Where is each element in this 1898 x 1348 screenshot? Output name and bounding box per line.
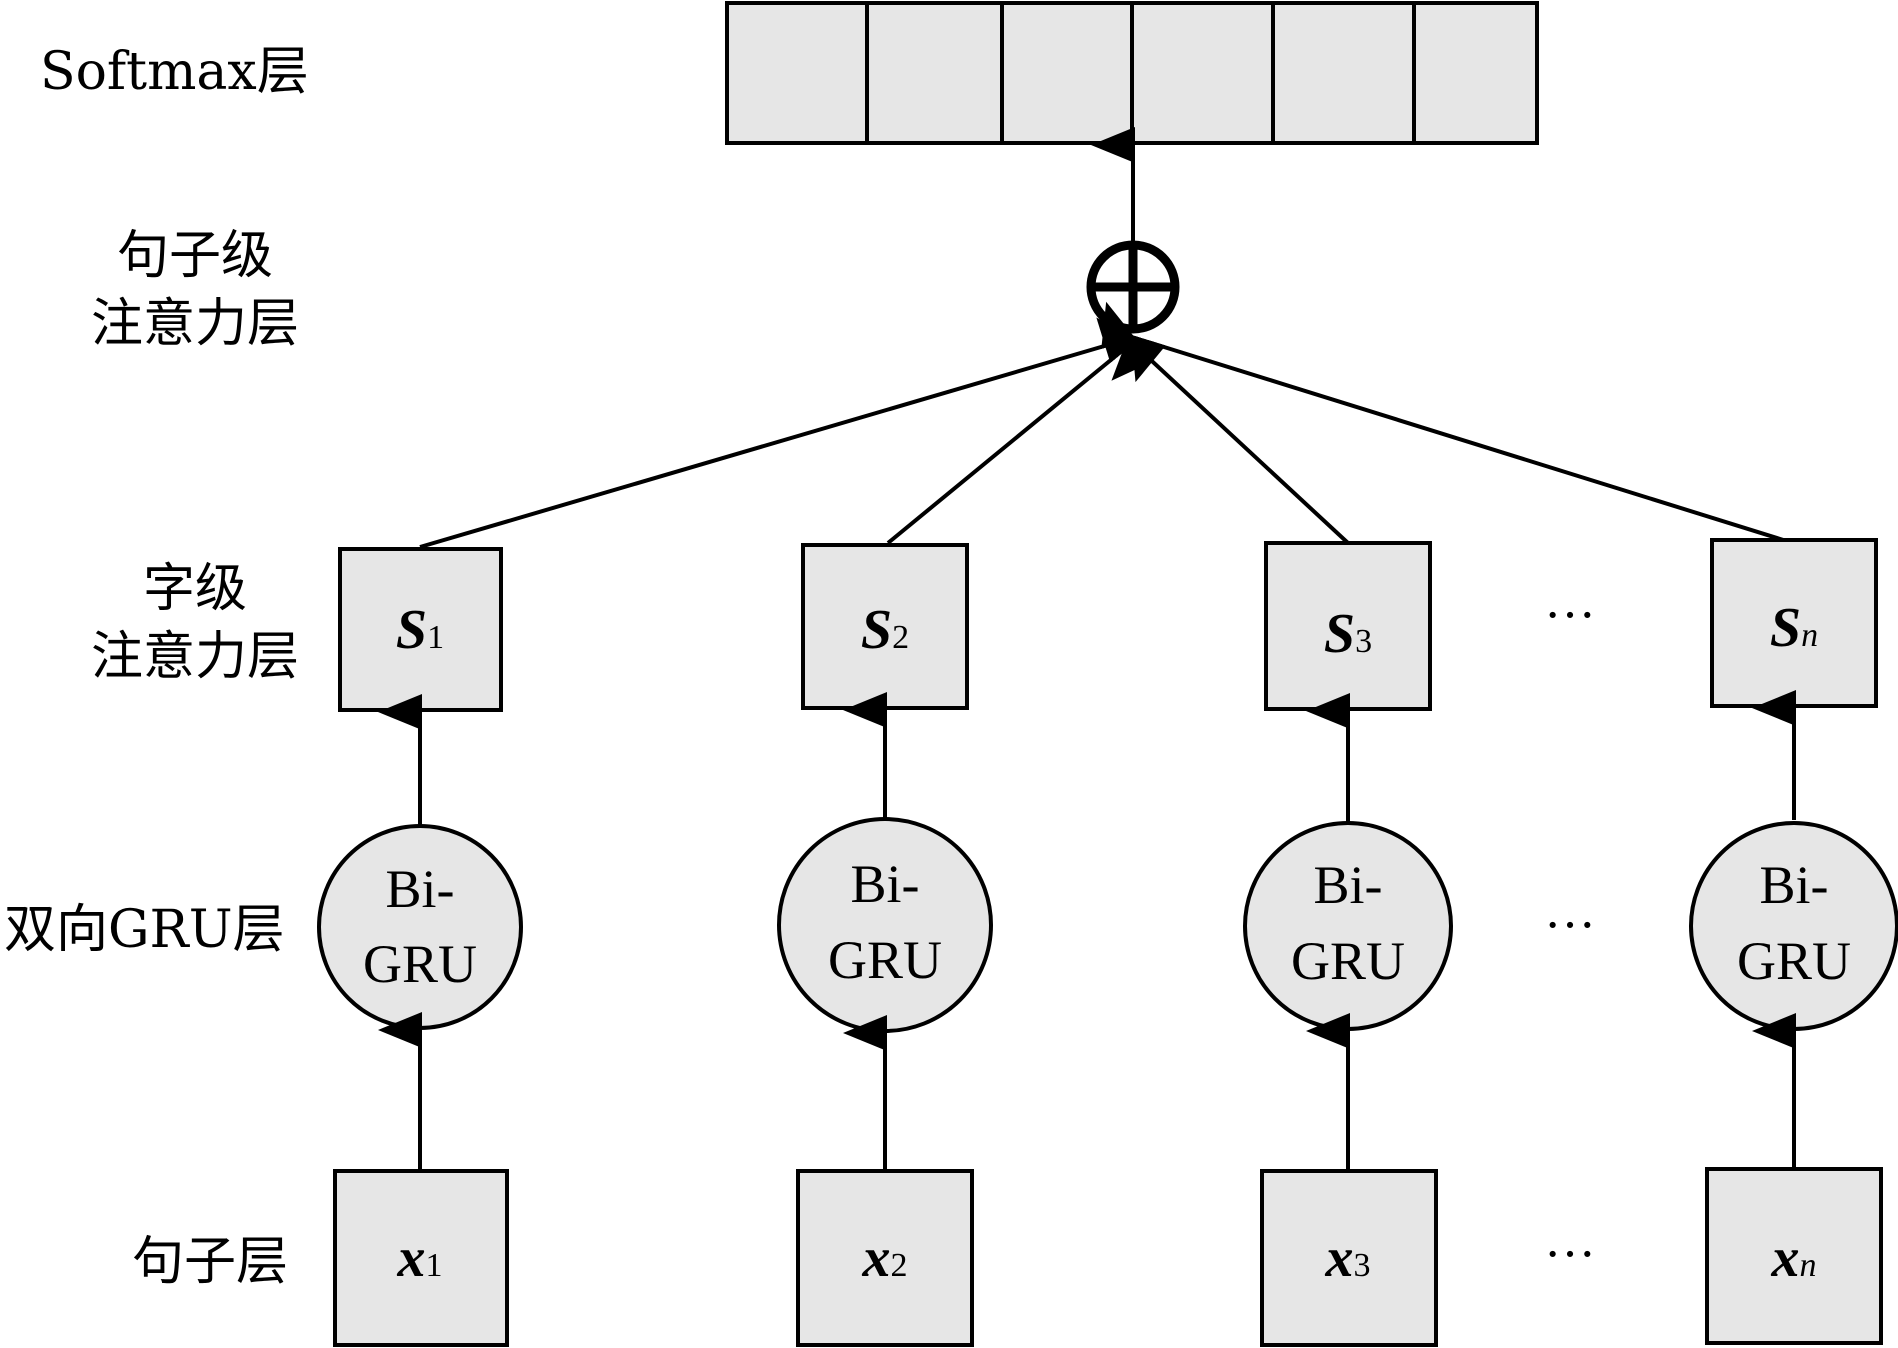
bigru-node-label-line2: GRU xyxy=(1291,931,1405,991)
bigru-node-label-line2: GRU xyxy=(363,934,477,994)
s3-to-combine-arrow xyxy=(1111,336,1350,545)
ellipsis-input-row: ··· xyxy=(1544,1226,1596,1283)
bigru-node: Bi- GRU xyxy=(317,824,523,1030)
s2-to-combine-arrow xyxy=(886,317,1139,545)
softmax-layer-label: Softmax层 xyxy=(40,42,309,102)
bigru-node-circle xyxy=(317,824,523,1030)
sn-to-combine-arrow xyxy=(1131,334,1794,545)
bigru-node: Bi- GRU xyxy=(1689,821,1898,1031)
input-node-label: x2 xyxy=(862,1227,908,1289)
bigru-node-circle xyxy=(1689,821,1898,1031)
attention-node: Sn xyxy=(1710,538,1878,708)
bigru-layer-label: 双向GRU层 xyxy=(4,900,285,960)
sentence-attention-label-line2: 注意力层 xyxy=(90,294,299,354)
attention-node-label: S3 xyxy=(1324,603,1372,665)
bigru-node-label-line1: Bi- xyxy=(1313,855,1382,915)
input-node-box xyxy=(1705,1167,1883,1345)
bigru-node-circle xyxy=(777,817,993,1033)
word-attention-layer-label: 字级 注意力层 xyxy=(70,555,320,691)
input-node-box xyxy=(1260,1169,1438,1347)
input-node: xn xyxy=(1705,1167,1883,1345)
bigru-node-label-line1: Bi- xyxy=(1759,855,1828,915)
ellipsis-attention-row: ··· xyxy=(1544,587,1596,644)
bigru-node-circle xyxy=(1243,821,1453,1031)
attention-node-box xyxy=(801,543,969,710)
input-node-box xyxy=(333,1169,509,1347)
softmax-output xyxy=(725,1,1539,145)
attention-node-label: Sn xyxy=(1770,597,1818,659)
attention-node-label: S2 xyxy=(861,599,909,661)
attention-node-box xyxy=(1264,541,1432,711)
bigru-node: Bi- GRU xyxy=(1243,821,1453,1031)
input-node: x3 xyxy=(1260,1169,1438,1347)
attention-node: S2 xyxy=(801,543,969,710)
attention-node-box xyxy=(1710,538,1878,708)
attention-node: S1 xyxy=(338,547,503,712)
input-node-box xyxy=(796,1169,974,1347)
combine-node xyxy=(1086,240,1180,334)
input-node-label: xn xyxy=(1771,1227,1817,1289)
word-attention-label-line2: 注意力层 xyxy=(90,627,299,687)
bigru-node: Bi- GRU xyxy=(777,817,993,1033)
word-attention-label-line1: 字级 xyxy=(142,559,247,619)
s1-to-combine-arrow xyxy=(419,301,1136,549)
sentence-attention-label-line1: 句子级 xyxy=(116,226,273,286)
attention-node: S3 xyxy=(1264,541,1432,711)
sentence-attention-layer-label: 句子级 注意力层 xyxy=(70,222,320,358)
bigru-node-label-line2: GRU xyxy=(828,930,942,990)
bigru-node-label-line1: Bi- xyxy=(850,854,919,914)
input-node-label: x3 xyxy=(1325,1227,1371,1289)
bigru-node-label-line2: GRU xyxy=(1737,931,1851,991)
sentence-layer-label: 句子层 xyxy=(132,1232,289,1292)
input-node-label: x1 xyxy=(397,1227,443,1289)
input-node: x2 xyxy=(796,1169,974,1347)
input-node: x1 xyxy=(333,1169,509,1347)
bigru-node-label-line1: Bi- xyxy=(385,859,454,919)
ellipsis-bigru-row: ··· xyxy=(1544,897,1596,954)
attention-node-label: S1 xyxy=(396,599,444,661)
attention-node-box xyxy=(338,547,503,712)
